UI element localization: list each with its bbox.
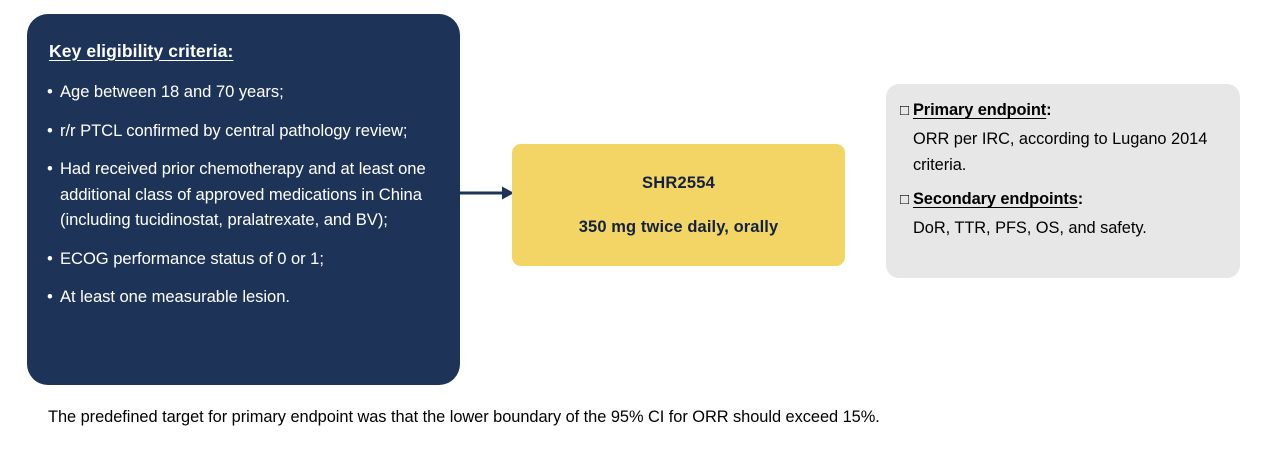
list-item-text: ECOG performance status of 0 or 1; [60,248,324,268]
list-item: • ECOG performance status of 0 or 1; [47,246,438,272]
checkbox-icon: □ [900,102,909,119]
eligibility-heading: Key eligibility criteria: [49,41,234,61]
primary-endpoint-heading-text: Primary endpoint [912,101,1047,119]
treatment-drug-name: SHR2554 [642,173,715,192]
list-item: • At least one measurable lesion. [47,284,438,310]
primary-endpoint-heading: □ Primary endpoint : [900,101,1224,120]
bullet-icon: • [47,82,53,101]
secondary-endpoint-heading-suffix: : [1077,190,1084,208]
bullet-icon: • [47,159,53,178]
list-item: • r/r PTCL confirmed by central patholog… [47,118,438,144]
secondary-endpoint-heading-text: Secondary endpoints [912,190,1078,208]
flow-arrow-icon [459,178,515,208]
secondary-endpoint-text: DoR, TTR, PFS, OS, and safety. [913,219,1147,237]
bullet-icon: • [47,120,53,140]
treatment-dose-text: 350 mg twice daily, orally [578,217,779,236]
bullet-icon: • [47,248,53,268]
list-item-text: At least one measurable lesion. [60,287,290,306]
primary-endpoint-text: ORR per IRC, according to Lugano 2014 cr… [913,130,1208,174]
primary-endpoint-heading-suffix: : [1046,101,1052,119]
list-item-text: Age between 18 and 70 years; [60,82,284,101]
footnote-text: The predefined target for primary endpoi… [48,408,880,426]
list-item: • Age between 18 and 70 years; [47,79,438,105]
list-item-text: r/r PTCL confirmed by central pathology … [60,120,408,140]
eligibility-list: • Age between 18 and 70 years; • r/r PTC… [47,79,438,310]
endpoints-panel: □ Primary endpoint : ORR per IRC, accord… [886,84,1240,278]
eligibility-criteria-panel: Key eligibility criteria: • Age between … [27,14,460,385]
bullet-icon: • [47,287,53,306]
treatment-arm-box: SHR2554 350 mg twice daily, orally [512,144,845,266]
list-item-text: Had received prior chemotherapy and at l… [60,159,426,229]
secondary-endpoint-heading: □ Secondary endpoints : [900,190,1224,209]
list-item: • Had received prior chemotherapy and at… [47,156,438,233]
checkbox-icon: □ [900,191,909,208]
